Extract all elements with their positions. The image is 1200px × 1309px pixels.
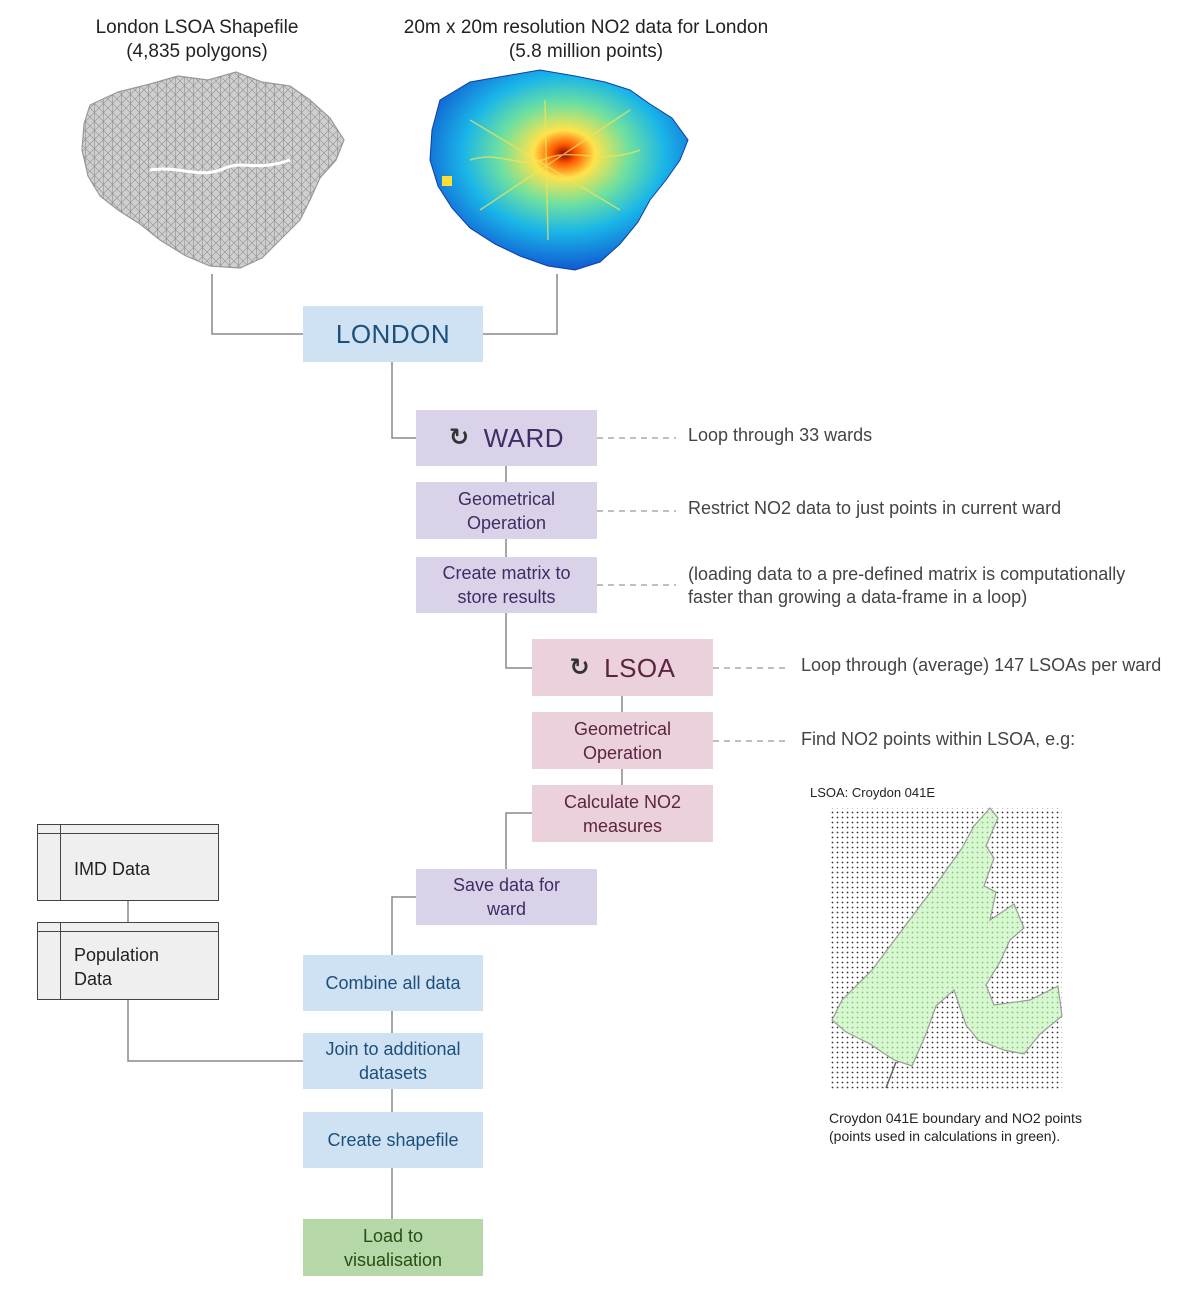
store-side-line <box>60 825 61 900</box>
note-connectors <box>597 437 790 742</box>
inset-caption-line2: (points used in calculations in green). <box>829 1128 1061 1144</box>
no2-heat-map <box>429 69 689 271</box>
lsoa-shapefile-map <box>81 71 345 269</box>
lsoa-geometrical-operation-box: Geometrical Operation <box>532 712 713 769</box>
inset-caption-line1: Croydon 041E boundary and NO2 points <box>829 1110 1082 1126</box>
lsoa-map-subtitle: (4,835 polygons) <box>126 41 268 62</box>
lsoa-loop-box: ↻ LSOA <box>532 639 713 696</box>
load-visualisation-box: Load to visualisation <box>303 1219 483 1276</box>
flow-connectors <box>127 274 623 1219</box>
lsoa-map-title: London LSOA Shapefile <box>95 17 299 38</box>
refresh-icon: ↻ <box>448 424 470 451</box>
matrix-note-line2: faster than growing a data-frame in a lo… <box>688 587 1028 607</box>
calculate-no2-box: Calculate NO2 measures <box>532 785 713 842</box>
london-box: LONDON <box>303 306 483 362</box>
restrict-note: Restrict NO2 data to just points in curr… <box>688 498 1062 518</box>
ward-geometrical-operation-box: Geometrical Operation <box>416 482 597 539</box>
lsoa-label: LSOA <box>604 652 676 683</box>
no2-map-title: 20m x 20m resolution NO2 data for London <box>403 17 769 38</box>
inset-caption: Croydon 041E boundary and NO2 points (po… <box>829 1109 1082 1145</box>
ward-loop-box: ↻ WARD <box>416 410 597 466</box>
population-data-store: Population Data <box>37 922 219 1000</box>
inset-title: LSOA: Croydon 041E <box>810 785 936 800</box>
croydon-inset-plot <box>830 807 1063 1091</box>
refresh-icon: ↻ <box>569 653 591 681</box>
combine-data-box: Combine all data <box>303 955 483 1011</box>
store-header-line <box>38 931 218 932</box>
imd-data-label: IMD Data <box>74 859 151 879</box>
no2-map-caption: 20m x 20m resolution NO2 data for London… <box>380 16 792 64</box>
ward-loop-note: Loop through 33 wards <box>688 425 873 445</box>
create-matrix-box: Create matrix to store results <box>416 557 597 613</box>
no2-map-subtitle: (5.8 million points) <box>508 41 664 62</box>
create-shapefile-box: Create shapefile <box>303 1112 483 1168</box>
population-label-line1: Population <box>74 945 160 965</box>
matrix-note: (loading data to a pre-defined matrix is… <box>688 563 1125 609</box>
save-ward-box: Save data for ward <box>416 869 597 925</box>
find-points-note: Find NO2 points within LSOA, e.g: <box>801 729 1076 749</box>
imd-data-store: IMD Data <box>37 824 219 901</box>
lsoa-loop-note: Loop through (average) 147 LSOAs per war… <box>801 655 1162 675</box>
lsoa-map-caption: London LSOA Shapefile (4,835 polygons) <box>70 16 324 64</box>
population-label-line2: Data <box>74 969 113 989</box>
store-header-line <box>38 833 218 834</box>
ward-label: WARD <box>483 423 565 453</box>
store-side-line <box>60 923 61 999</box>
join-datasets-box: Join to additional datasets <box>303 1033 483 1089</box>
matrix-note-line1: (loading data to a pre-defined matrix is… <box>688 564 1126 584</box>
population-data-label: Population Data <box>74 943 159 991</box>
